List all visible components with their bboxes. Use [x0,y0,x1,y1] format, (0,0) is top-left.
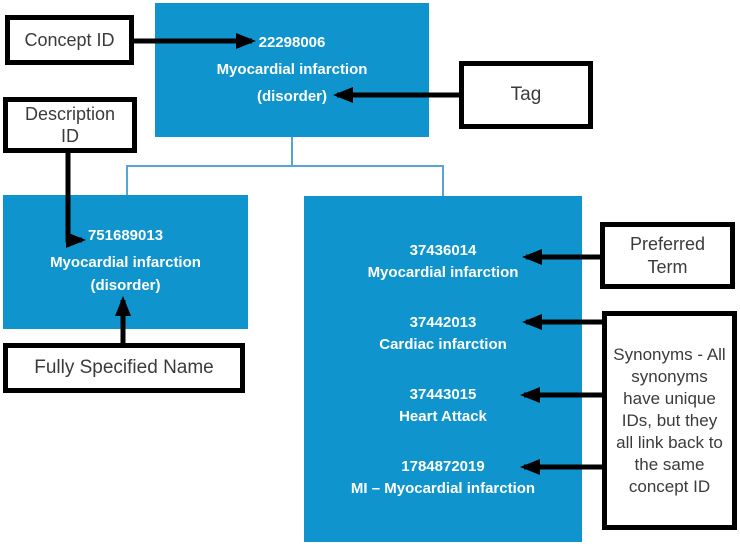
tag-label-box: Tag [459,61,593,129]
synonyms-label-text: Synonyms - All synonyms have unique IDs,… [613,344,726,496]
description-id-label-text: Description ID [24,104,116,146]
description-term: Heart Attack [399,408,487,425]
description-id-value: 37436014 [409,242,477,259]
concept-tag: (disorder) [256,88,327,105]
description-item-synonym-3: 1784872019 MI – Myocardial infarction [304,456,582,500]
description-item-preferred-term: 37436014 Myocardial infarction [304,240,582,284]
concept-id-label-box: Concept ID [5,15,134,65]
fully-specified-name-label-box: Fully Specified Name [3,343,245,393]
description-id-value: 1784872019 [401,458,485,475]
fully-specified-name-box: 751689013 Myocardial infarction (disorde… [3,195,248,329]
synonyms-label-box: Synonyms - All synonyms have unique IDs,… [602,311,737,530]
description-id-label-box: Description ID [3,97,137,153]
fsn-term: Myocardial infarction [50,254,201,271]
preferred-term-label-box: Preferred Term [600,222,735,289]
description-id-value: 37442013 [409,314,477,331]
description-term: Myocardial infarction [367,264,519,281]
description-term: Cardiac infarction [379,336,507,353]
fsn-description-id-value: 751689013 [87,227,164,244]
concept-term: Myocardial infarction [216,61,368,78]
fully-specified-name-label-text: Fully Specified Name [34,357,214,378]
description-item-synonym-2: 37443015 Heart Attack [304,384,582,428]
hierarchy-connectors [126,137,444,196]
concept-id-label-text: Concept ID [24,29,115,50]
description-item-synonym-1: 37442013 Cardiac infarction [304,312,582,356]
concept-box: 22298006 Myocardial infarction (disorder… [155,3,429,137]
descriptions-box: 37436014 Myocardial infarction 37442013 … [304,196,582,542]
fsn-tag: (disorder) [90,277,161,294]
description-id-value: 37443015 [409,386,477,403]
tag-label-text: Tag [510,84,542,105]
description-term: MI – Myocardial infarction [350,480,536,497]
concept-id-value: 22298006 [258,34,326,51]
preferred-term-label-text: Preferred Term [629,233,706,277]
